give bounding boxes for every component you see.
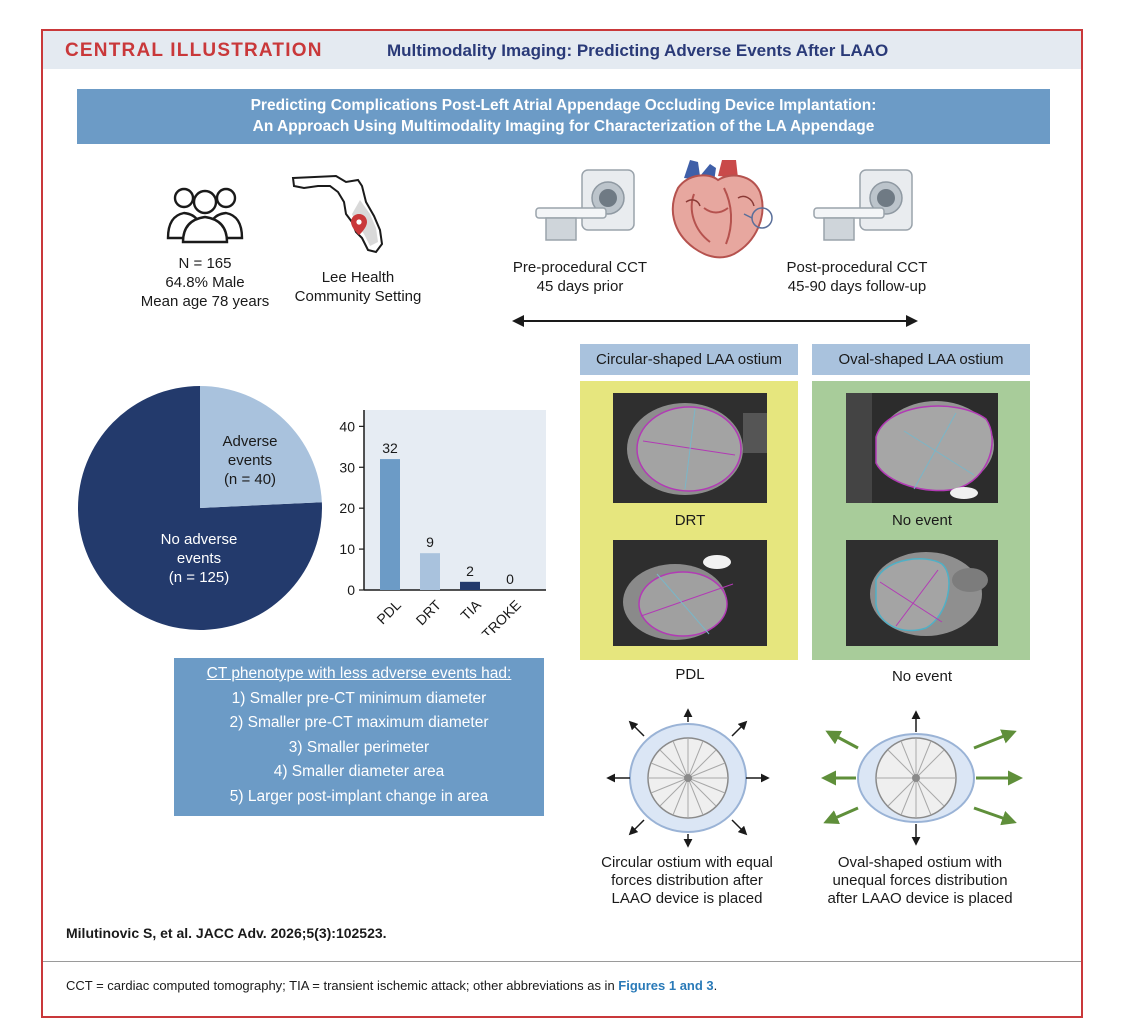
y-tick-label-10: 10 <box>339 541 355 557</box>
pie-slice-no-adverse-events <box>77 386 322 630</box>
cohort-male: 64.8% Male <box>165 274 245 291</box>
oval-desc-3: after LAAO device is placed <box>827 890 1013 907</box>
y-tick-label-40: 40 <box>339 418 355 434</box>
x-category-label-pdl: PDL <box>373 597 404 628</box>
central-illustration-label: CENTRAL ILLUSTRATION <box>65 40 323 61</box>
pie-none-label-2: events <box>176 550 222 567</box>
header-bar: CENTRAL ILLUSTRATION Multimodality Imagi… <box>43 31 1081 69</box>
phenotype-item-2: 2) Smaller pre-CT maximum diameter <box>229 714 489 731</box>
post-cct-timing: 45-90 days follow-up <box>787 278 927 295</box>
y-tick-label-20: 20 <box>339 500 355 516</box>
illustration-title: Multimodality Imaging: Predicting Advers… <box>387 41 889 60</box>
phenotype-item-4: 4) Smaller diameter area <box>273 763 445 780</box>
topic-banner: Predicting Complications Post-Left Atria… <box>77 89 1050 144</box>
oval-top-label: No event <box>891 512 953 529</box>
pie-slice-adverse-events <box>200 386 322 508</box>
circular-ostium-header: Circular-shaped LAA ostium <box>580 344 798 375</box>
footer-divider <box>43 961 1081 962</box>
oval-device-force-diagram <box>821 710 1023 846</box>
pre-cct-label: Pre-procedural CCT <box>512 259 648 276</box>
circular-desc-2: forces distribution after <box>611 872 763 889</box>
pie-adverse-label-2: events <box>227 452 273 469</box>
cohort-n: N = 165 <box>178 255 232 272</box>
x-category-label-tia: TIA <box>457 596 484 623</box>
figures-link[interactable]: Figures 1 and 3 <box>618 978 714 993</box>
bar-value-stroke: 0 <box>506 571 514 587</box>
bar-tia <box>460 581 480 590</box>
oval-desc-1: Oval-shaped ostium with <box>837 854 1003 871</box>
circular-desc-1: Circular ostium with equal <box>601 854 773 871</box>
bar-pdl <box>380 459 400 590</box>
banner-line-1: Predicting Complications Post-Left Atria… <box>250 97 877 114</box>
bar-value-pdl: 32 <box>382 440 398 456</box>
circular-desc-3: LAAO device is placed <box>611 890 763 907</box>
footnote: CCT = cardiac computed tomography; TIA =… <box>66 978 717 993</box>
circular-bottom-label: PDL <box>675 666 705 683</box>
banner-line-2: An Approach Using Multimodality Imaging … <box>252 118 875 135</box>
oval-ostium-header: Oval-shaped LAA ostium <box>812 344 1030 375</box>
ct-scanner-icon-post <box>813 169 913 241</box>
oval-desc-2: unequal forces distribution <box>832 872 1008 889</box>
ct-image-circular-pdl <box>613 540 767 646</box>
people-icon <box>166 187 244 244</box>
footnote-text: CCT = cardiac computed tomography; TIA =… <box>66 978 619 993</box>
phenotype-heading: CT phenotype with less adverse events ha… <box>206 665 512 682</box>
cohort-age: Mean age 78 years <box>140 293 270 310</box>
bar-value-drt: 9 <box>426 534 434 550</box>
timeline-arrow <box>512 315 918 327</box>
adverse-events-pie-chart <box>77 386 322 630</box>
post-cct-label: Post-procedural CCT <box>786 259 928 276</box>
y-tick-label-0: 0 <box>347 582 355 598</box>
ct-image-circular-drt <box>613 393 767 503</box>
heart-illustration <box>671 160 773 259</box>
pre-cct-timing: 45 days prior <box>536 278 624 295</box>
circular-top-label: DRT <box>674 512 706 529</box>
x-category-label-stroke: STROKE <box>472 597 524 635</box>
florida-map-icon <box>291 174 384 254</box>
pie-none-label-3: (n = 125) <box>168 569 230 586</box>
ct-image-oval-2 <box>846 540 998 646</box>
x-category-label-drt: DRT <box>413 596 445 628</box>
pie-none-label-1: No adverse <box>160 531 238 548</box>
ct-image-oval-1 <box>846 393 998 503</box>
footnote-end: . <box>713 978 718 993</box>
pie-adverse-label-1: Adverse <box>222 433 278 450</box>
ct-scanner-icon-pre <box>535 169 635 241</box>
citation: Milutinovic S, et al. JACC Adv. 2026;5(3… <box>66 925 387 941</box>
bar-value-tia: 2 <box>466 563 474 579</box>
ct-phenotype-box: CT phenotype with less adverse events ha… <box>174 658 544 816</box>
site-setting: Community Setting <box>294 288 422 305</box>
y-tick-label-30: 30 <box>339 459 355 475</box>
circular-device-force-diagram <box>606 708 770 848</box>
pie-adverse-label-3: (n = 40) <box>223 471 277 488</box>
phenotype-item-1: 1) Smaller pre-CT minimum diameter <box>231 689 487 707</box>
bar-drt <box>420 553 440 590</box>
site-name: Lee Health <box>321 269 395 286</box>
oval-bottom-label: No event <box>891 668 953 685</box>
phenotype-item-3: 3) Smaller perimeter <box>288 738 430 756</box>
phenotype-item-5: 5) Larger post-implant change in area <box>229 787 489 805</box>
